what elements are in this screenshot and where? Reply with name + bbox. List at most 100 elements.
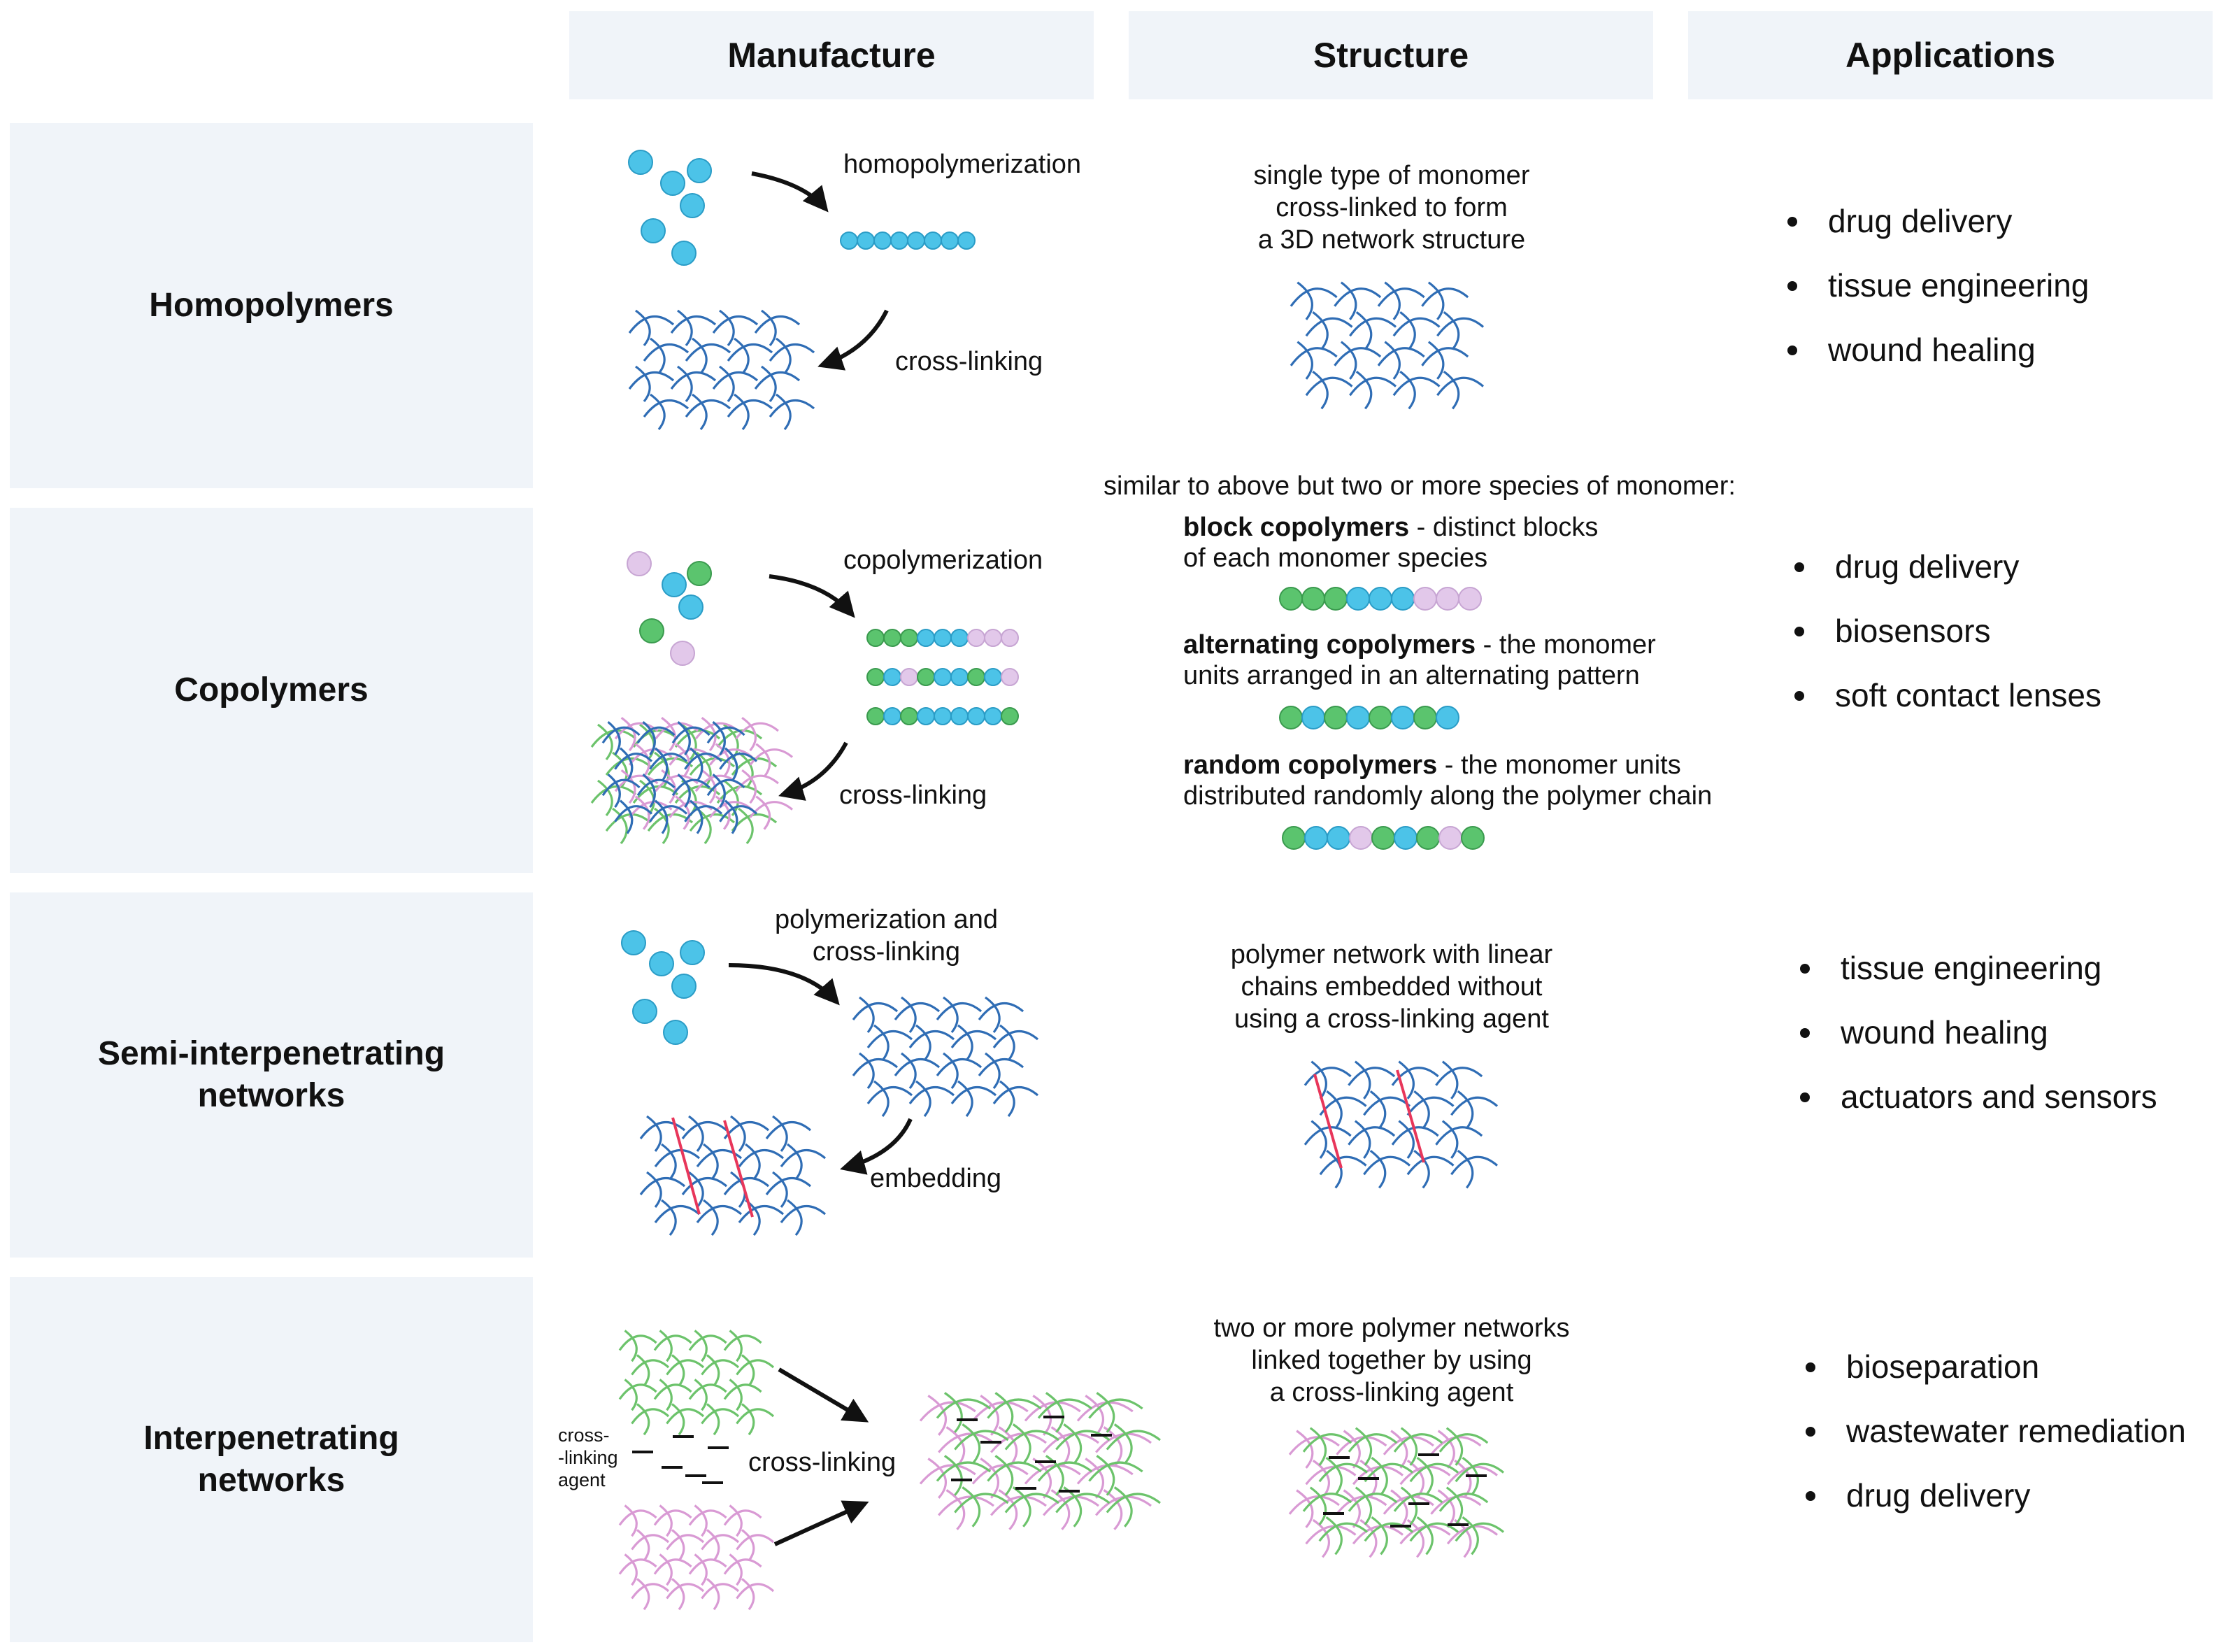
- network-strand: [636, 1354, 650, 1387]
- network-strand: [1334, 347, 1382, 366]
- network-strand: [654, 747, 669, 782]
- network-strand: [1427, 341, 1445, 380]
- network-strand: [624, 1504, 638, 1537]
- network-strand: [694, 1553, 708, 1586]
- network-strand: [873, 1024, 890, 1062]
- random-copolymers-description: random copolymers - the monomer units di…: [1183, 750, 1712, 811]
- network-strand: [696, 1148, 743, 1167]
- network-strand: [727, 343, 773, 362]
- cross-linking-agents: [632, 1416, 1487, 1528]
- network-strand: [741, 1403, 755, 1436]
- network-strand: [1457, 1090, 1474, 1130]
- embedded-linear-chains: [671, 1069, 1425, 1218]
- network-strand: [1399, 311, 1416, 350]
- chain-monomer: [1001, 668, 1019, 686]
- monomer: [671, 241, 697, 266]
- network-strand: [636, 726, 676, 744]
- network-strand: [735, 722, 779, 740]
- ipn-network-pink: [618, 1504, 775, 1611]
- network-strand: [729, 1553, 743, 1586]
- network-strand: [1088, 1398, 1143, 1419]
- network-strand: [990, 1495, 1047, 1516]
- chain-monomer: [1001, 707, 1019, 725]
- network-strand: [612, 807, 628, 845]
- chain-monomer: [900, 629, 918, 647]
- network-strand: [852, 1058, 899, 1076]
- copolymer-network: [590, 723, 778, 845]
- network-strand: [605, 757, 652, 776]
- polymer-networks: [590, 281, 1505, 1611]
- chain-monomer: [957, 232, 976, 250]
- monomer: [649, 951, 674, 976]
- network-strand: [987, 1398, 1042, 1419]
- network-strand: [729, 1504, 743, 1537]
- chain-monomer: [917, 629, 935, 647]
- network-strand: [1377, 347, 1425, 366]
- network-strand: [696, 807, 712, 845]
- network-strand: [1106, 1430, 1161, 1451]
- linear-chain: [1313, 1074, 1343, 1169]
- network-strand: [634, 743, 650, 778]
- network-strand: [1343, 1430, 1361, 1469]
- chain-monomer: [1369, 587, 1392, 611]
- chain-monomer: [1279, 587, 1303, 611]
- chain-monomer: [950, 668, 969, 686]
- network-strand: [1364, 1522, 1414, 1542]
- ipn-network-green: [1302, 1427, 1505, 1555]
- network-strand: [703, 1199, 719, 1237]
- network-strand: [938, 1432, 994, 1453]
- chain-monomer: [1369, 706, 1392, 729]
- network-strand: [639, 723, 655, 761]
- network-strand: [684, 805, 723, 823]
- network-strand: [852, 1002, 899, 1020]
- term-alternating-copolymers: alternating copolymers: [1183, 630, 1476, 660]
- network-strand: [659, 1330, 673, 1362]
- chain-monomer: [967, 707, 985, 725]
- network-strand: [754, 315, 801, 334]
- monomer: [680, 193, 705, 218]
- process-label-cross-linking: cross-linking: [895, 347, 1043, 376]
- network-strand: [634, 795, 650, 830]
- network-strand: [706, 1529, 720, 1562]
- network-strand: [653, 1558, 692, 1575]
- chain-monomer: [890, 232, 908, 250]
- network-strand: [1421, 287, 1469, 307]
- application-item: drug delivery: [1787, 189, 2089, 253]
- network-strand: [736, 1408, 775, 1425]
- network-strand: [1435, 1126, 1483, 1146]
- text-line: -linking: [558, 1447, 618, 1468]
- monomer-chain: [1279, 706, 1459, 729]
- network-strand: [734, 393, 750, 431]
- network-strand: [1348, 1067, 1396, 1086]
- network-strand: [601, 778, 641, 797]
- monomer-chain: [1279, 587, 1482, 611]
- network-strand: [1398, 1060, 1415, 1099]
- network-strand: [1309, 1486, 1327, 1525]
- row-label-line2: networks: [197, 1462, 345, 1499]
- network-strand: [1384, 341, 1401, 380]
- chain-monomer: [1436, 706, 1459, 729]
- network-strand: [671, 778, 710, 797]
- network-strand: [1305, 317, 1353, 337]
- network-strand: [1302, 1493, 1352, 1512]
- chain-monomer: [1304, 826, 1328, 850]
- monomer: [687, 561, 712, 586]
- network-strand: [631, 1534, 670, 1551]
- network-strand: [1326, 1149, 1343, 1189]
- network-strand: [1355, 370, 1373, 410]
- network-strand: [607, 774, 621, 809]
- monomer-chain: [866, 707, 1019, 725]
- monomer: [671, 974, 697, 999]
- network-strand: [597, 779, 613, 817]
- network-strand: [688, 1383, 727, 1400]
- chain-monomer: [1461, 826, 1485, 850]
- network-strand: [1103, 1489, 1123, 1530]
- chain-monomer: [883, 707, 901, 725]
- process-arrows: [728, 171, 913, 1546]
- network-strand: [866, 1030, 913, 1048]
- network-strand: [1436, 317, 1485, 337]
- chain-monomer: [1413, 587, 1437, 611]
- text-line: of each monomer species: [1183, 543, 1488, 573]
- network-strand: [624, 1330, 638, 1362]
- network-strand: [1296, 1430, 1314, 1469]
